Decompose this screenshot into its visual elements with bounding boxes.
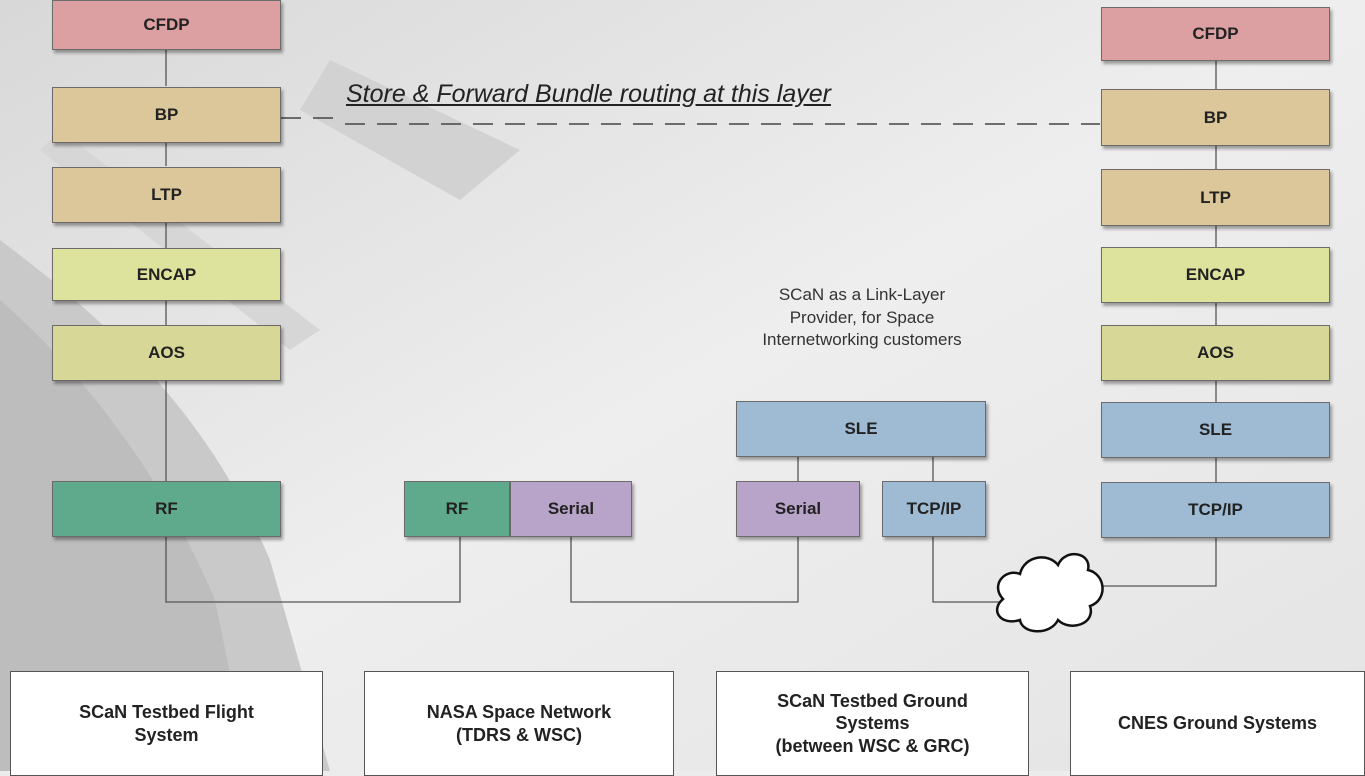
system-cnes-ground: CNES Ground Systems bbox=[1070, 671, 1365, 776]
cnes-encap-box: ENCAP bbox=[1101, 247, 1330, 303]
cnes-bp-label: BP bbox=[1203, 107, 1228, 127]
nasa-rf-box: RF bbox=[404, 481, 510, 537]
cnes-bp-box: BP bbox=[1101, 89, 1330, 146]
nasa-rf-label: RF bbox=[445, 499, 469, 518]
cnes-cfdp-box: CFDP bbox=[1101, 7, 1330, 61]
ground-sle-box: SLE bbox=[736, 401, 986, 457]
cnes-sle-box: SLE bbox=[1101, 402, 1330, 458]
flight-rf-box: RF bbox=[52, 481, 281, 537]
ground-tcpip-box: TCP/IP bbox=[882, 481, 986, 537]
flight-ltp-label: LTP bbox=[151, 185, 182, 204]
flight-encap-label: ENCAP bbox=[136, 264, 197, 284]
system-nasa-space-network: NASA Space Network (TDRS & WSC) bbox=[364, 671, 674, 776]
flight-cfdp-label: CFDP bbox=[143, 15, 190, 34]
flight-aos-box: AOS bbox=[52, 325, 281, 381]
cnes-tcpip-label: TCP/IP bbox=[1188, 500, 1243, 519]
flight-bp-label: BP bbox=[154, 105, 179, 124]
cnes-aos-box: AOS bbox=[1101, 325, 1330, 381]
ground-serial-label: Serial bbox=[774, 499, 822, 518]
flight-rf-label: RF bbox=[155, 499, 178, 518]
cnes-sle-label: SLE bbox=[1198, 420, 1233, 439]
flight-cfdp-box: CFDP bbox=[52, 0, 281, 50]
link-layer-note: SCaN as a Link-Layer Provider, for Space… bbox=[762, 285, 962, 350]
ground-sle-label: SLE bbox=[844, 419, 878, 438]
system-flight: SCaN Testbed Flight System bbox=[10, 671, 323, 776]
cnes-encap-label: ENCAP bbox=[1185, 265, 1246, 284]
system-scan-ground: SCaN Testbed Ground Systems (between WSC… bbox=[716, 671, 1029, 776]
cnes-tcpip-box: TCP/IP bbox=[1101, 482, 1330, 538]
routing-label: Store & Forward Bundle routing at this l… bbox=[346, 80, 831, 108]
flight-bp-box: BP bbox=[52, 87, 281, 143]
network-cloud-icon bbox=[996, 552, 1104, 633]
cnes-cfdp-label: CFDP bbox=[1192, 24, 1239, 43]
flight-encap-box: ENCAP bbox=[52, 248, 281, 301]
ground-tcpip-label: TCP/IP bbox=[906, 499, 962, 518]
flight-aos-label: AOS bbox=[148, 343, 185, 362]
cnes-ltp-label: LTP bbox=[1200, 187, 1231, 207]
cnes-ltp-box: LTP bbox=[1101, 169, 1330, 226]
ground-serial-box: Serial bbox=[736, 481, 860, 537]
nasa-serial-label: Serial bbox=[547, 499, 595, 518]
cnes-aos-label: AOS bbox=[1197, 343, 1234, 362]
nasa-serial-box: Serial bbox=[510, 481, 632, 537]
flight-ltp-box: LTP bbox=[52, 167, 281, 223]
